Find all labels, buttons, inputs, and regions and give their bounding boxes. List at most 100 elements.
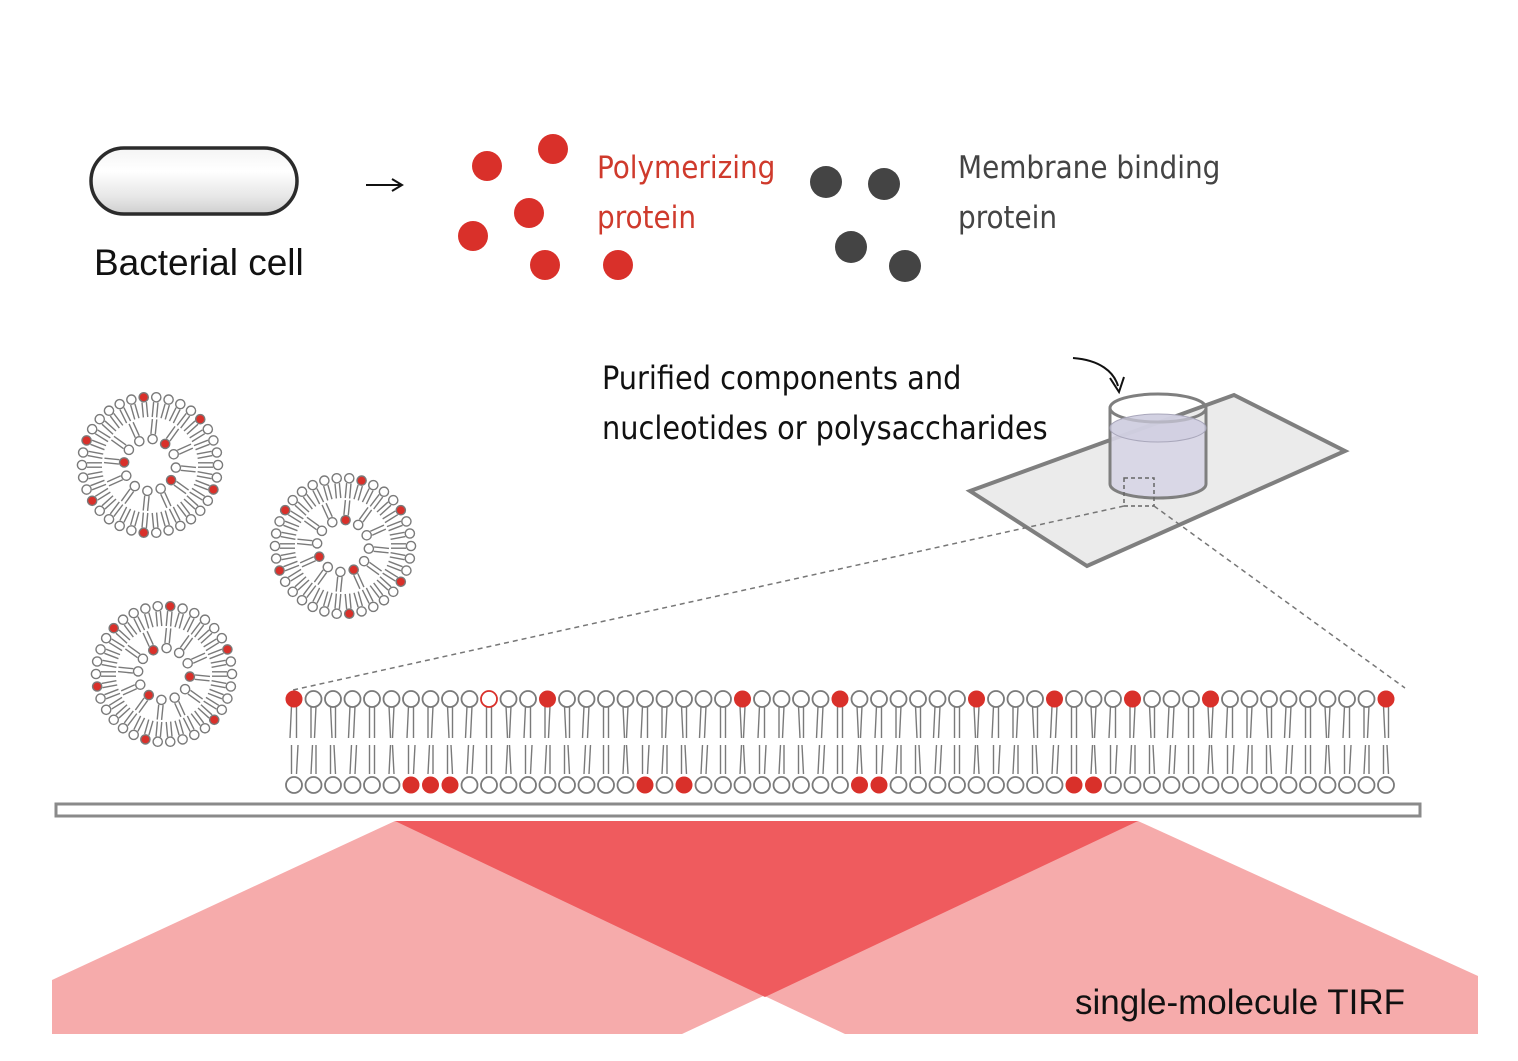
- lipid: [499, 744, 518, 794]
- lipid: [169, 692, 186, 718]
- purified-components-label-line1: Purified components and: [602, 359, 962, 397]
- lipid: [210, 679, 237, 692]
- lipid: [140, 719, 154, 745]
- lipid: [197, 704, 220, 726]
- lipid: [352, 506, 373, 531]
- curved-arrow-icon: [1072, 357, 1119, 387]
- lipid: [212, 668, 238, 680]
- protein-dot: [868, 168, 900, 200]
- lipid: [675, 690, 693, 739]
- lipid: [948, 690, 966, 738]
- lipid: [193, 479, 219, 495]
- sample-chamber: [292, 357, 1406, 691]
- lipid: [296, 486, 317, 510]
- curved-arrow-head: [1109, 376, 1125, 395]
- right-arrow-icon: [366, 178, 404, 192]
- lipid: [117, 614, 138, 638]
- lipid: [558, 690, 576, 739]
- lipid: [353, 475, 367, 501]
- lipid: [1260, 690, 1278, 739]
- membrane-binding-protein-label: Membrane binding protein: [958, 143, 1220, 243]
- lipid: [307, 587, 325, 613]
- polymerizing-protein-label-line2: protein: [597, 200, 697, 236]
- lipid: [1162, 744, 1181, 794]
- supported-lipid-bilayer: [285, 690, 1395, 794]
- lipid: [358, 555, 383, 576]
- lipid: [1279, 744, 1298, 794]
- lipid: [343, 593, 355, 620]
- lipid: [636, 744, 654, 794]
- protein-dot: [472, 151, 502, 181]
- lipid: [168, 506, 186, 532]
- lipid: [95, 644, 121, 660]
- lipid: [851, 744, 868, 794]
- lipid: [81, 435, 107, 451]
- chamber-wall: [1108, 408, 1208, 500]
- lipid: [694, 744, 713, 794]
- lipid: [108, 704, 131, 726]
- lipid: [274, 560, 300, 576]
- lipid: [1084, 690, 1103, 739]
- lipid: [1162, 690, 1181, 739]
- lipid: [296, 538, 323, 549]
- lipid: [128, 421, 145, 447]
- lipid: [402, 744, 420, 794]
- lipid: [269, 540, 295, 552]
- lipid: [140, 603, 154, 629]
- liposomes: [76, 391, 417, 748]
- lipid: [870, 744, 888, 794]
- lipid: [1182, 745, 1200, 794]
- lipid: [480, 690, 498, 738]
- lipid: [376, 576, 399, 598]
- lipid: [948, 745, 966, 794]
- lipid: [1202, 690, 1219, 739]
- lipid: [170, 462, 197, 473]
- lipid: [1221, 690, 1239, 739]
- lipid: [128, 715, 146, 741]
- lipid: [694, 690, 713, 739]
- protein-dot: [603, 250, 633, 280]
- lipid: [168, 398, 186, 424]
- lipid: [197, 622, 220, 644]
- lipid: [150, 512, 162, 539]
- zoom-line-left: [292, 505, 1125, 691]
- lipid: [363, 745, 381, 794]
- lipid: [285, 690, 303, 739]
- lipid: [160, 510, 174, 536]
- lipid: [792, 744, 810, 794]
- lipid: [386, 516, 412, 532]
- lipid: [164, 600, 176, 627]
- lipid: [811, 690, 830, 739]
- lipid: [203, 696, 228, 716]
- lipid: [616, 690, 635, 739]
- lipid: [382, 568, 407, 588]
- lipid: [152, 600, 164, 627]
- lipid: [1182, 690, 1200, 738]
- lipid: [114, 398, 132, 424]
- lipid: [324, 744, 342, 794]
- lipid: [1357, 744, 1376, 794]
- lipid: [967, 744, 986, 794]
- lipid: [1104, 744, 1122, 794]
- lipid: [831, 745, 849, 794]
- lipid: [597, 745, 615, 794]
- lipid: [304, 690, 323, 739]
- lipid: [811, 744, 830, 794]
- lipid: [343, 472, 355, 499]
- lipid: [207, 644, 233, 660]
- lipid: [348, 564, 365, 590]
- lipid: [1026, 744, 1044, 794]
- lipid: [1046, 690, 1063, 739]
- lipid: [519, 690, 537, 739]
- lipid: [100, 696, 125, 716]
- polymerizing-protein-label-line1: Polymerizing: [597, 150, 776, 186]
- lipid: [114, 506, 132, 532]
- lipid: [299, 551, 325, 568]
- lipid: [343, 744, 362, 794]
- lipid: [928, 690, 947, 739]
- lipid: [1143, 690, 1161, 739]
- lipid: [753, 744, 771, 794]
- lipid: [142, 485, 153, 512]
- purified-components-label-line2: nucleotides or polysaccharides: [602, 409, 1048, 447]
- lipid: [753, 690, 771, 739]
